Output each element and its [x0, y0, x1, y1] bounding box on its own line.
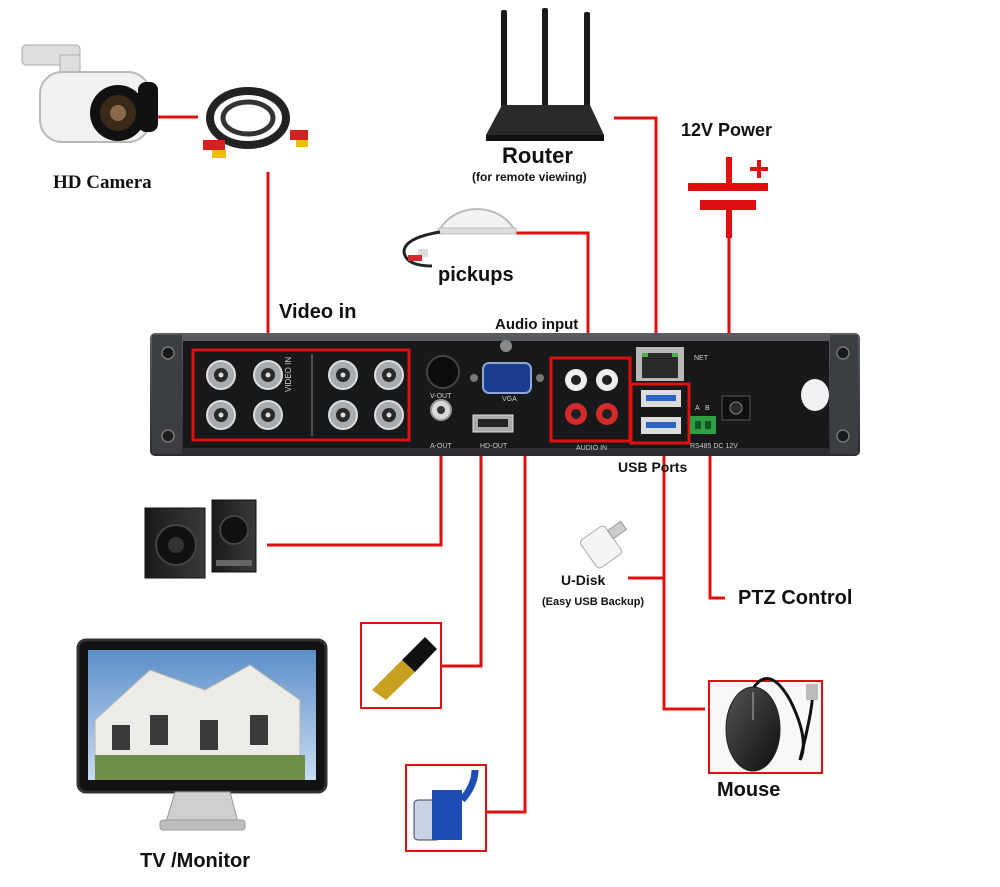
dvr-rear-panel — [150, 333, 860, 456]
panel-net-text: NET — [694, 355, 708, 362]
usb-ports-label: USB Ports — [618, 459, 688, 475]
hdmi-line — [441, 430, 483, 668]
audio-input-label: Audio input — [495, 316, 579, 333]
router-line — [614, 116, 658, 352]
dc-power-symbol-icon — [688, 157, 768, 238]
panel-video-in-text: VIDEO IN — [284, 356, 293, 392]
hdmi-port-icon — [472, 414, 514, 433]
connector-lines — [158, 115, 731, 814]
panel-rs485-text: RS485 DC 12V — [690, 443, 738, 450]
audio-in-group — [549, 356, 632, 443]
pickups-line — [510, 231, 590, 362]
speakers-icon — [144, 499, 257, 579]
usb-line — [662, 432, 705, 711]
u-disk-sub-label: (Easy USB Backup) — [542, 596, 645, 608]
router-label: Router — [502, 143, 573, 168]
panel-hd-out-text: HD-OUT — [480, 443, 508, 450]
tv-monitor-label: TV /Monitor — [140, 850, 250, 872]
hd-camera-icon — [21, 44, 158, 143]
panel-v-out-text: V-OUT — [430, 393, 452, 400]
vga-port-icon — [470, 340, 544, 394]
panel-audio-in-text: AUDIO IN — [576, 445, 608, 452]
panel-a-out-text: A-OUT — [430, 443, 452, 450]
ptz-control-label: PTZ Control — [738, 587, 853, 609]
video-in-label: Video in — [279, 301, 357, 323]
bnc-cable-coil-icon — [203, 87, 308, 158]
dc-power-jack-icon — [721, 395, 751, 421]
router-icon — [486, 8, 604, 141]
pickup-microphone-icon — [402, 208, 517, 268]
router-sub-label: (for remote viewing) — [472, 170, 587, 184]
bnc-connector-icon — [206, 360, 404, 430]
mouse-label: Mouse — [717, 779, 781, 801]
vga-cable-icon — [405, 764, 487, 852]
power-label: 12V Power — [681, 120, 773, 140]
rs485-terminal-icon — [690, 416, 716, 434]
usb-ports-group — [629, 382, 691, 445]
video-in-bnc-group — [191, 348, 411, 442]
u-disk-label: U-Disk — [561, 572, 606, 588]
vga-line — [486, 402, 527, 814]
panel-terminal-a-text: A — [695, 405, 700, 412]
ethernet-port-icon — [636, 347, 684, 381]
panel-terminal-b-text: B — [705, 405, 710, 412]
pickups-label: pickups — [438, 264, 514, 286]
ptz-line — [708, 430, 725, 600]
mouse-icon — [708, 677, 823, 774]
tv-monitor-icon — [76, 638, 328, 831]
hd-camera-label: HD Camera — [53, 172, 152, 193]
usb-flash-drive-icon — [580, 520, 628, 569]
panel-vga-text: VGA — [502, 396, 517, 403]
v-out-a-out-group — [426, 355, 460, 421]
hdmi-cable-icon — [360, 622, 442, 709]
